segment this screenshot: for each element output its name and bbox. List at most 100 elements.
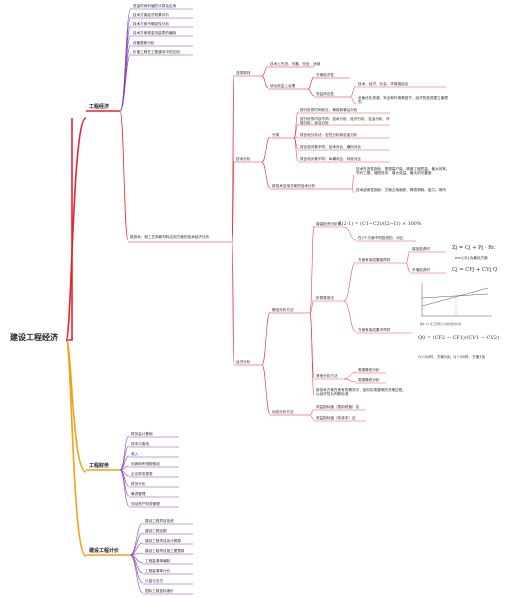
connector-line [119, 110, 129, 241]
min-select-text: min{Zj}为最优方案 [455, 256, 488, 260]
econ-item[interactable]: 价值工程在工程建设中的应用 [133, 50, 180, 54]
increment-method[interactable]: 增量投资分析法 [316, 222, 342, 226]
other-item[interactable]: 类推静态分析 [358, 378, 380, 382]
connector-line [349, 96, 357, 105]
econ-item[interactable]: 设备更新分析 [133, 41, 155, 45]
classification-item[interactable]: 按分析的时间划分，事前和事后分析 [300, 108, 358, 112]
connector-line [261, 75, 269, 89]
connector-line [405, 262, 411, 273]
pricing-item[interactable]: 工程量清单编制 [145, 559, 171, 563]
effect-item[interactable]: 效益综合性 [316, 92, 334, 96]
diff-output-node[interactable]: 方案有用成果不同时 [358, 328, 391, 332]
dynamic-item[interactable]: 效益指标值（费用现值）法 [316, 405, 360, 409]
same-output-node[interactable]: 方案有用成果相同时 [358, 258, 391, 262]
classification-item[interactable]: 按比较对象不同：技术对比、横向对比 [300, 145, 362, 149]
finance-item[interactable]: 财务会计基础 [131, 432, 153, 436]
connector-line [129, 522, 144, 556]
pricing-item[interactable]: 工程量清单计价 [145, 569, 171, 573]
trunk-red [65, 117, 87, 341]
connector-line [231, 160, 235, 243]
connector-line [309, 225, 315, 314]
cost-compare-chart [421, 283, 492, 317]
principle-item[interactable]: 综合效益上合理 [270, 84, 296, 88]
connector-line [309, 414, 315, 421]
effect-sub[interactable]: 全面优化资源、安全和环境等因子，经济的投资建立最理的 [358, 96, 448, 105]
other-method-node[interactable]: 其他分析方法 [316, 374, 338, 378]
no-invest-node[interactable]: 不增投资时 [412, 268, 430, 272]
tech-analysis-node[interactable]: 技术分析 [236, 157, 251, 161]
dynamic-method-node[interactable]: 动态分析方法 [272, 410, 294, 414]
pricing-item[interactable]: 国际工程投标报价 [145, 589, 174, 593]
classification-item[interactable]: 按比较对象不同：纵横对比、标准对比 [300, 157, 362, 161]
increment-sub[interactable]: 在2个方案不同投资的，对比 [358, 236, 404, 240]
effect-item[interactable]: 方案经济性 [316, 73, 334, 77]
trunk-orange-2 [65, 339, 87, 557]
econ-item[interactable]: 技术方案不确定性分析 [133, 22, 169, 26]
finance-item[interactable]: 收入 [131, 452, 139, 456]
connector-line [343, 226, 357, 241]
finance-item[interactable]: 财务分析 [131, 482, 146, 486]
pricing-item[interactable]: 建设工程项目投资 [145, 519, 174, 523]
pricing-item[interactable]: 建设工程项目设计概算 [145, 539, 181, 543]
finance-item[interactable]: 成本与费用 [131, 442, 149, 446]
chart-caption: 图4.3-6 某工程甲乙方案的费用比较 [420, 323, 462, 326]
pricing-item[interactable]: 计量与支付 [145, 579, 163, 583]
formula-zj: Zj = Cj + Pj · Rc [452, 245, 495, 251]
pricing-item[interactable]: 建设工程定额 [145, 529, 167, 533]
convert-cost-node[interactable]: 折算费用法 [316, 296, 334, 300]
connector-line [119, 34, 132, 112]
indicator-item[interactable]: 技术先进性指标，是提高产能，精度工程质量、最大效率、节约工期、缩短成本、增大效益… [356, 167, 450, 176]
trunk-vertical [66, 118, 73, 341]
econ-item[interactable]: 技术方案经济效果评价 [133, 13, 169, 17]
connector-line [261, 136, 271, 163]
connector-line [129, 554, 144, 594]
root-node[interactable]: 建设工程经济 [10, 333, 58, 342]
pricing-item[interactable]: 建设工程项目施工图预算 [145, 549, 185, 553]
connector-line [261, 311, 271, 366]
connector-line [261, 65, 269, 77]
principle-item[interactable]: 技术上先进、可靠、安全、适用 [270, 62, 321, 66]
static-method-node[interactable]: 静态分析方法 [272, 308, 294, 312]
add-invest-node[interactable]: 增加投资时 [412, 247, 430, 251]
connector-line [343, 371, 357, 380]
econ-item[interactable]: 技术方案现金流量表的编制 [133, 31, 177, 35]
branch-engineering-finance[interactable]: 工程财务 [89, 463, 110, 469]
connector-line [307, 76, 315, 90]
indicator-node[interactable]: 新技术应用方案的技术分析 [272, 184, 316, 188]
finance-item[interactable]: 流动资产财务管理 [131, 502, 160, 506]
econ-analysis-node[interactable]: 经济分析 [236, 360, 251, 364]
effect-sub[interactable]: 技术、经济、社会、环境相结合 [358, 82, 409, 86]
econ-item[interactable]: 资金时间价值的计算及应用 [133, 4, 177, 8]
classification-item[interactable]: 按分析的内容不同：技术分析、经济分析、社会分析、环境分析、综合分析 [300, 117, 390, 126]
new-tech-topic[interactable]: 新技术、新工艺和新材料应用方案的技术经济分析 [130, 235, 210, 239]
connector-line [261, 161, 271, 189]
classification-item[interactable]: 按比较分析法：定性分析和定量分析 [300, 133, 358, 137]
connector-line [309, 312, 315, 396]
branch-construction-pricing[interactable]: 建设工程计价 [89, 548, 120, 554]
connector-line [129, 532, 144, 556]
formula-q0: Q0 = (CF2 − CF1)/(CV1 − CV2) [418, 335, 500, 341]
connector-line [309, 408, 315, 416]
classification-node[interactable]: 分类 [272, 133, 280, 137]
dynamic-item[interactable]: 效益指标值（年成本）法 [316, 416, 356, 420]
other-item[interactable]: 类推静态分析 [358, 368, 380, 372]
connector-line [119, 53, 132, 112]
formula-cj: Cj = CFj + CVj Q [452, 267, 498, 273]
connector-line [309, 299, 315, 314]
finance-item[interactable]: 筹资管理 [131, 492, 146, 496]
connector-line [119, 469, 130, 507]
finance-item[interactable]: 利润和所得税费用 [131, 462, 160, 466]
principle-node[interactable]: 选择原则 [236, 71, 251, 75]
finance-item[interactable]: 企业财务报表 [131, 472, 153, 476]
other-desc[interactable]: 新技术方案在现有的情况中，如何实现替换的决策过程，以经济性为判断标准 [316, 388, 406, 397]
connector-line [119, 435, 130, 471]
connector-line [343, 261, 357, 302]
connector-line [351, 188, 355, 194]
branch-engineering-economics[interactable]: 工程经济 [89, 104, 110, 110]
connector-line [293, 123, 299, 139]
q-compare-text: Q＜Q0时，方案2优；Q＞Q0时，方案1优 [418, 355, 486, 359]
indicator-item[interactable]: 技术适用性指标：方案占用面积、降低物耗、能力、场所 [356, 188, 446, 192]
connector-line [231, 241, 235, 365]
